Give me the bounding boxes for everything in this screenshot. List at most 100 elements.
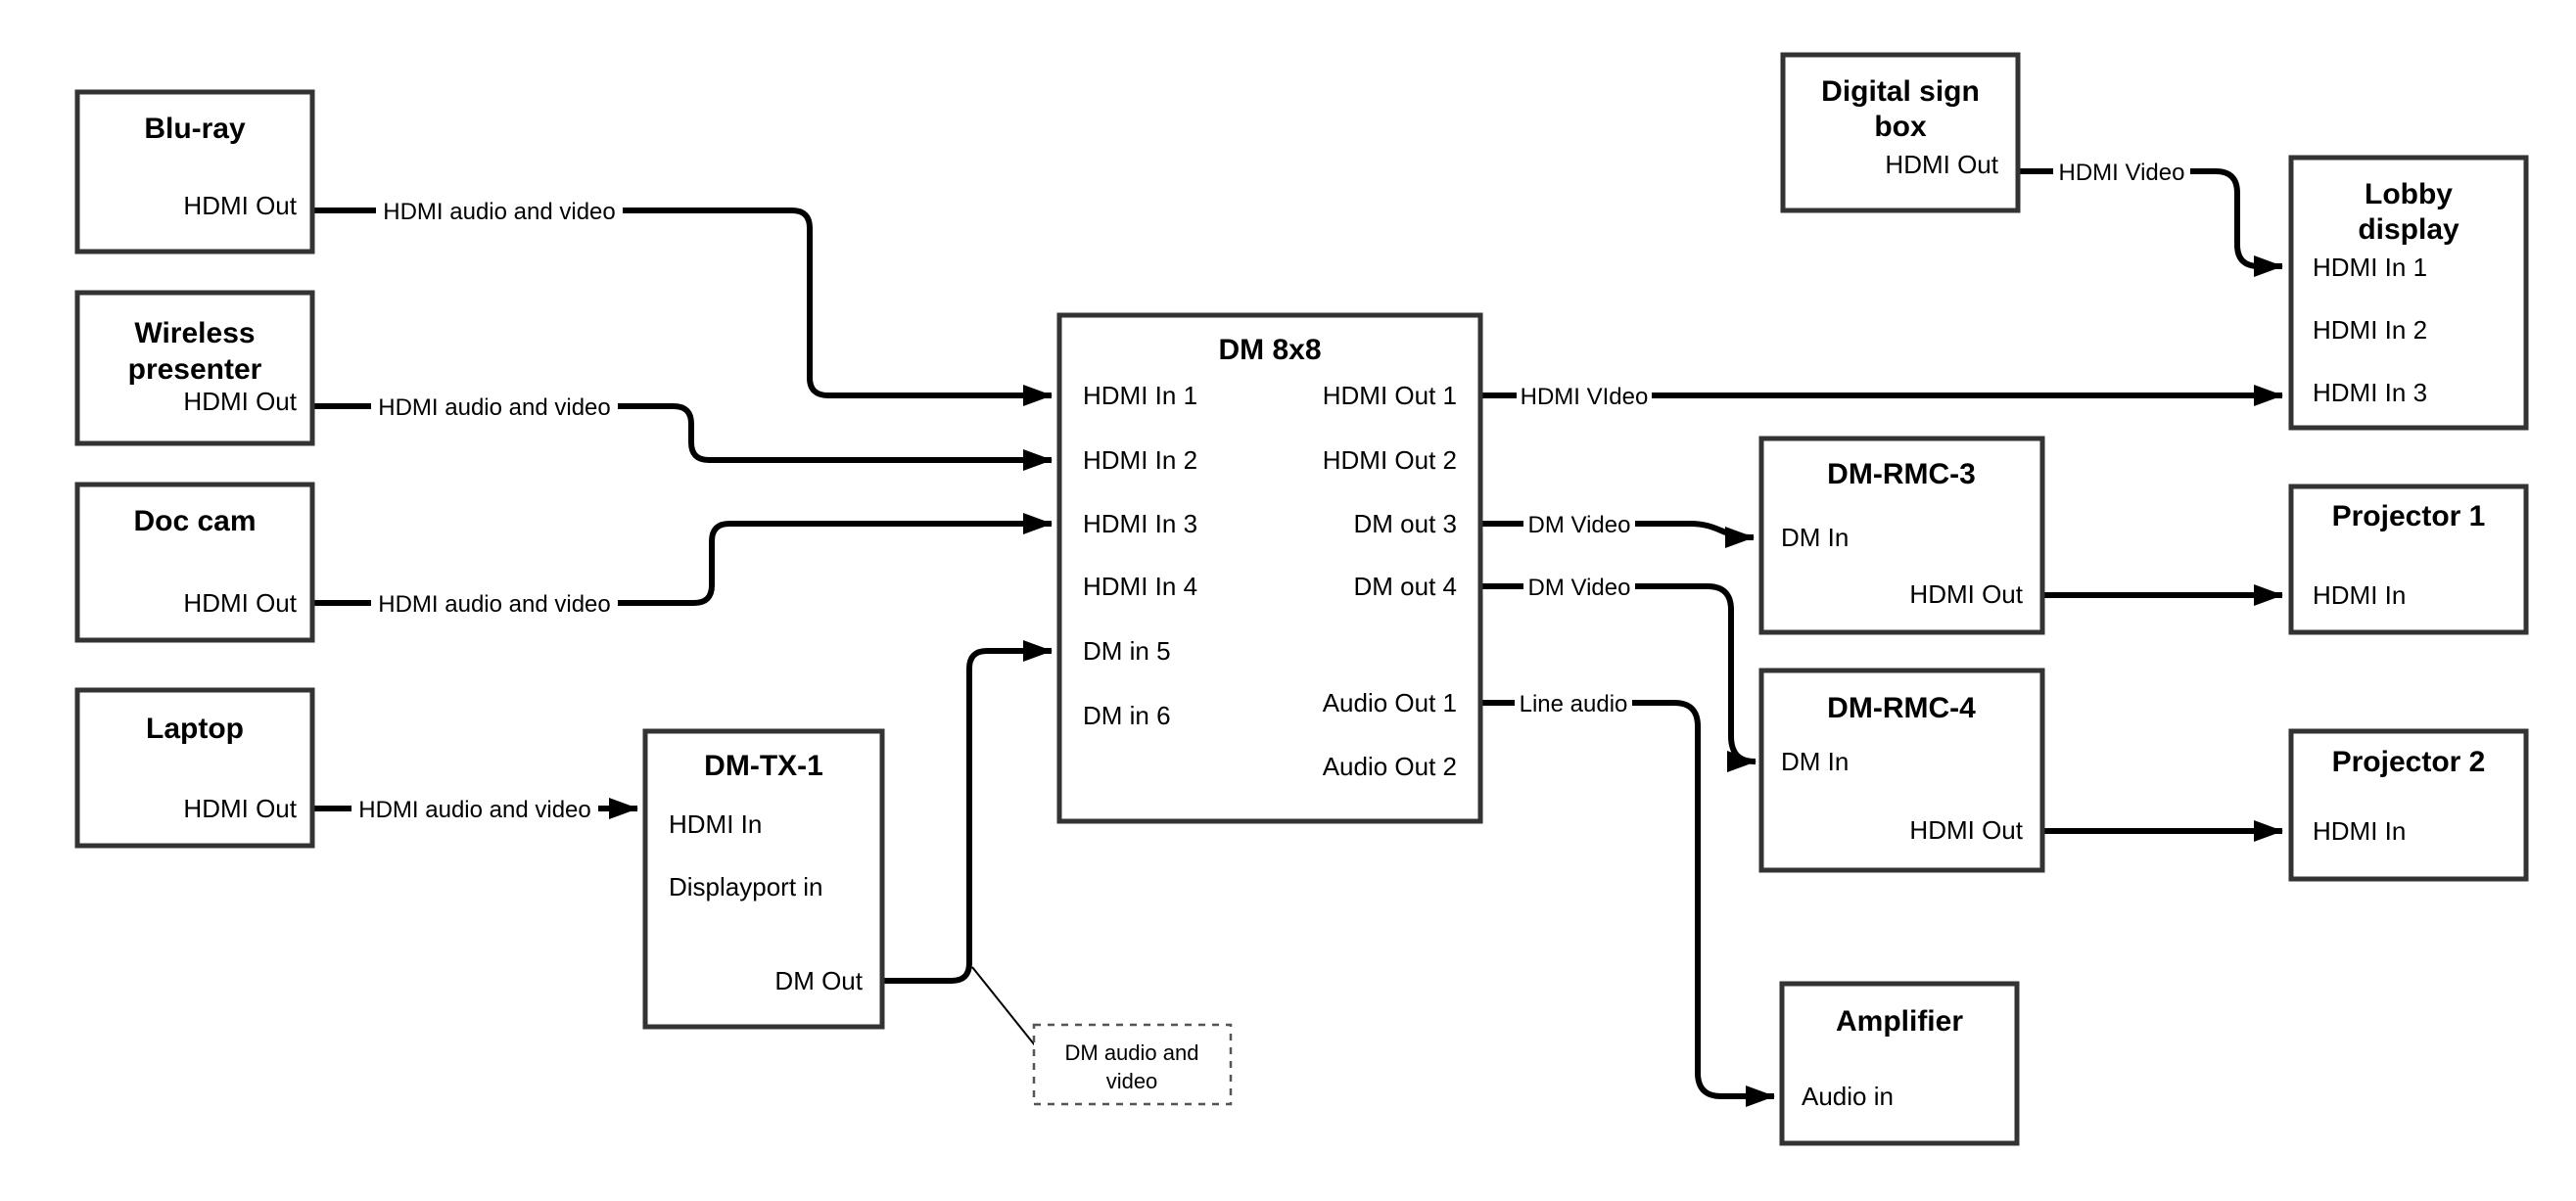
node-wireless-presenter-title-line2: presenter xyxy=(128,353,262,386)
node-dm-tx-1-title: DM-TX-1 xyxy=(704,750,823,782)
port-projector1-hdmi-in: HDMI In xyxy=(2313,580,2406,610)
node-projector-2-title: Projector 2 xyxy=(2332,746,2486,778)
edge-label-dm-video-out4: DM Video xyxy=(1528,575,1631,601)
node-dm-rmc-3-box xyxy=(1758,436,2045,635)
port-dm8x8-dm-in-6: DM in 6 xyxy=(1083,701,1171,730)
port-laptop-hdmi-out: HDMI Out xyxy=(183,794,297,823)
wire-dm8x8-out3-to-dmrmc3 xyxy=(1480,521,1755,548)
edge-label-hdmi-video-out1: HDMI VIdeo xyxy=(1521,384,1649,410)
node-dm-rmc-3-title: DM-RMC-3 xyxy=(1827,458,1976,490)
node-dm-tx-1-box xyxy=(642,728,885,1030)
edge-label-dm-video-out3: DM Video xyxy=(1528,512,1631,538)
node-dm-8x8-title: DM 8x8 xyxy=(1218,334,1321,366)
node-laptop: Laptop HDMI Out xyxy=(74,687,315,849)
node-laptop-box xyxy=(74,687,315,849)
wire-wireless-to-dm8x8-in2 xyxy=(312,403,1053,471)
node-lobby-display: Lobby display HDMI In 1 HDMI In 2 HDMI I… xyxy=(2288,155,2529,431)
node-dm-rmc-3: DM-RMC-3 DM In HDMI Out xyxy=(1758,436,2045,635)
node-doc-cam-box xyxy=(74,482,315,643)
note-leader-line xyxy=(971,966,1036,1046)
node-doc-cam-title: Doc cam xyxy=(133,505,256,537)
edge-label-bg xyxy=(2053,156,2190,187)
node-projector-2-box xyxy=(2288,728,2529,882)
node-blu-ray-box xyxy=(74,89,315,254)
port-projector2-hdmi-in: HDMI In xyxy=(2313,816,2406,846)
node-dm-8x8: DM 8x8 HDMI In 1 HDMI In 2 HDMI In 3 HDM… xyxy=(1056,312,1483,824)
node-projector-1-title: Projector 1 xyxy=(2332,500,2486,532)
wire-doccam-to-dm8x8-in3 xyxy=(312,513,1053,606)
edge-labels: HDMI audio and video HDMI audio and vide… xyxy=(351,156,2190,824)
node-digital-sign-box: Digital sign box HDMI Out xyxy=(1780,52,2021,213)
node-wireless-presenter: Wireless presenter HDMI Out xyxy=(74,290,315,446)
wire-dmtx1-to-dm8x8-in5 xyxy=(882,640,1053,984)
port-dmtx1-hdmi-in: HDMI In xyxy=(669,809,762,839)
node-dm-rmc-4: DM-RMC-4 DM In HDMI Out xyxy=(1758,668,2045,873)
node-dm-rmc-4-box xyxy=(1758,668,2045,873)
node-amplifier: Amplifier Audio in xyxy=(1779,981,2020,1146)
note-dm-audio-video: DM audio and video xyxy=(1032,1023,1233,1106)
edge-label-bg xyxy=(371,587,618,619)
node-amplifier-box xyxy=(1779,981,2020,1146)
wire-digitalsign-to-lobby-in1 xyxy=(2018,168,2283,277)
port-lobby-hdmi-in-3: HDMI In 3 xyxy=(2313,378,2427,407)
edge-label-bg xyxy=(1515,687,1632,718)
wire-dm8x8-audio1-to-amplifier xyxy=(1480,700,1775,1107)
edge-label-bg xyxy=(351,793,598,824)
node-doc-cam: Doc cam HDMI Out xyxy=(74,482,315,643)
port-lobby-hdmi-in-2: HDMI In 2 xyxy=(2313,315,2427,345)
edge-label-hdmi-av-laptop: HDMI audio and video xyxy=(358,797,590,823)
port-digitalsign-hdmi-out: HDMI Out xyxy=(1885,150,1998,179)
note-dm-audio-video-line2: video xyxy=(1106,1069,1158,1093)
port-doccam-hdmi-out: HDMI Out xyxy=(183,588,297,618)
port-lobby-hdmi-in-1: HDMI In 1 xyxy=(2313,253,2427,282)
port-dm8x8-audio-out-1: Audio Out 1 xyxy=(1323,688,1457,717)
edge-label-hdmi-av-wireless: HDMI audio and video xyxy=(378,394,610,421)
edge-label-hdmi-video-sign: HDMI Video xyxy=(2059,160,2185,186)
port-dm8x8-dm-out-4: DM out 4 xyxy=(1354,572,1458,601)
edge-label-bg xyxy=(376,195,623,226)
node-dm-rmc-4-title: DM-RMC-4 xyxy=(1827,692,1976,724)
node-dm-8x8-box xyxy=(1056,312,1483,824)
edge-label-bg xyxy=(1523,571,1635,602)
note-dm-audio-video-box xyxy=(1032,1023,1233,1106)
node-digital-sign-title-line2: box xyxy=(1874,111,1927,143)
port-dmtx1-dm-out: DM Out xyxy=(774,966,863,995)
node-lobby-display-title-line2: display xyxy=(2358,213,2459,246)
port-dm8x8-hdmi-in-1: HDMI In 1 xyxy=(1083,381,1197,410)
port-wireless-hdmi-out: HDMI Out xyxy=(183,387,297,416)
port-dm8x8-hdmi-out-1: HDMI Out 1 xyxy=(1323,381,1457,410)
edge-label-line-audio: Line audio xyxy=(1520,691,1628,717)
port-dmrmc4-dm-in: DM In xyxy=(1781,747,1849,776)
port-amplifier-audio-in: Audio in xyxy=(1802,1082,1894,1111)
edge-label-bg xyxy=(1517,380,1652,411)
port-dmtx1-displayport-in: Displayport in xyxy=(669,872,823,901)
node-digital-sign-box-box xyxy=(1780,52,2021,213)
port-dmrmc3-hdmi-out: HDMI Out xyxy=(1909,579,2023,609)
node-lobby-display-box xyxy=(2288,155,2529,431)
node-projector-2: Projector 2 HDMI In xyxy=(2288,728,2529,882)
port-dm8x8-hdmi-out-2: HDMI Out 2 xyxy=(1323,445,1457,475)
node-digital-sign-title-line1: Digital sign xyxy=(1821,75,1980,108)
port-dm8x8-audio-out-2: Audio Out 2 xyxy=(1323,752,1457,781)
node-blu-ray-title: Blu-ray xyxy=(144,113,246,145)
node-wireless-presenter-title-line1: Wireless xyxy=(134,317,255,349)
node-blu-ray: Blu-ray HDMI Out xyxy=(74,89,315,254)
port-dm8x8-dm-out-3: DM out 3 xyxy=(1354,509,1458,538)
port-dm8x8-hdmi-in-4: HDMI In 4 xyxy=(1083,572,1197,601)
port-dm8x8-hdmi-in-2: HDMI In 2 xyxy=(1083,445,1197,475)
port-bluray-hdmi-out: HDMI Out xyxy=(183,191,297,220)
wire-dm8x8-out4-to-dmrmc4 xyxy=(1480,583,1756,772)
port-dmrmc3-dm-in: DM In xyxy=(1781,523,1849,552)
node-laptop-title: Laptop xyxy=(146,713,244,745)
node-amplifier-title: Amplifier xyxy=(1836,1005,1963,1038)
node-projector-1-box xyxy=(2288,484,2529,635)
note-dm-audio-video-line1: DM audio and xyxy=(1065,1040,1199,1065)
node-wireless-presenter-box xyxy=(74,290,315,446)
port-dm8x8-dm-in-5: DM in 5 xyxy=(1083,636,1171,666)
edge-label-bg xyxy=(1523,508,1635,539)
node-lobby-display-title-line1: Lobby xyxy=(2365,178,2453,210)
node-dm-tx-1: DM-TX-1 HDMI In Displayport in DM Out xyxy=(642,728,885,1030)
edge-label-hdmi-av-bluray: HDMI audio and video xyxy=(383,199,615,225)
